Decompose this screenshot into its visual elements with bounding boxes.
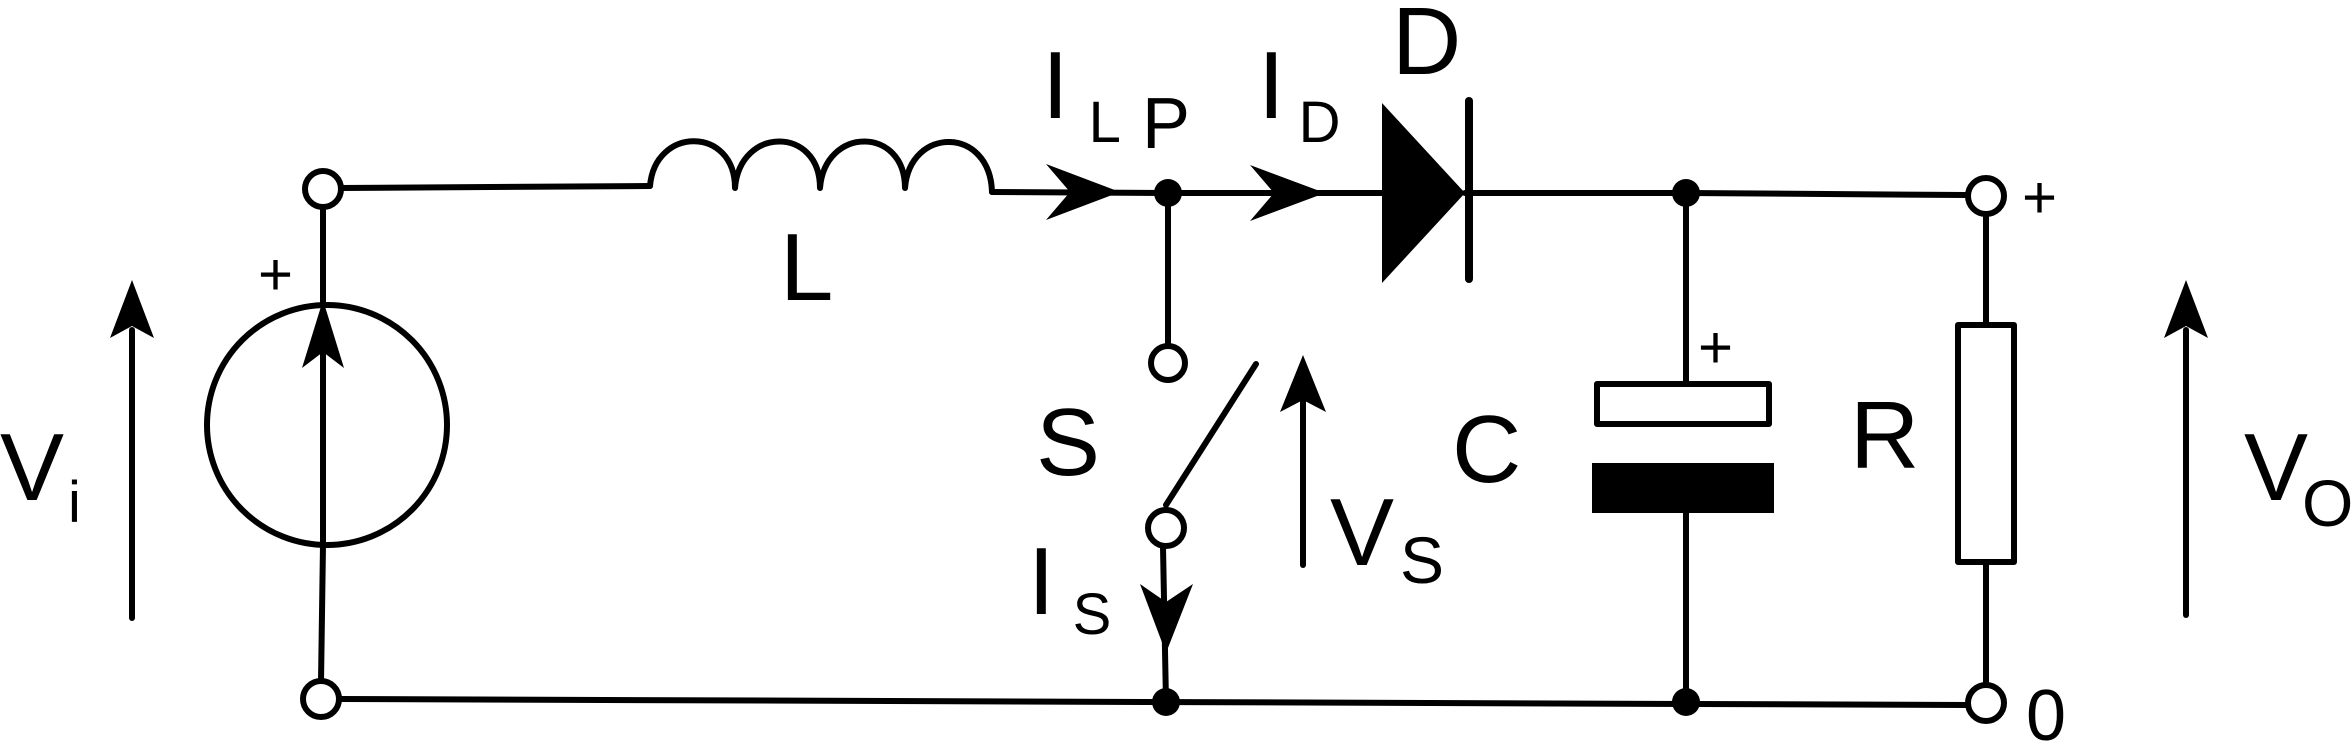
switch-lower-terminal xyxy=(1145,507,1187,549)
vi-main: V xyxy=(0,414,64,521)
switch-label: S xyxy=(1036,389,1100,496)
resistor-label: R xyxy=(1850,382,1919,489)
voltage-source-arrowhead xyxy=(302,300,344,368)
vo-main: V xyxy=(2244,414,2308,521)
wires xyxy=(318,183,1989,708)
source-plus-sign: + xyxy=(258,241,293,308)
vo-arrowhead xyxy=(2164,280,2208,338)
wire-source-bottom xyxy=(318,542,326,685)
vo-sub: O xyxy=(2302,466,2352,540)
node-bottom-cap-dot xyxy=(1672,688,1700,716)
il-main: I xyxy=(1042,32,1069,139)
id-sub: D xyxy=(1299,90,1341,155)
il-arrowhead xyxy=(1046,164,1120,220)
capacitor-positive-plate xyxy=(1594,381,1772,427)
wire-top-left xyxy=(337,183,653,191)
node-p-label: P xyxy=(1142,84,1190,164)
node-p-dot xyxy=(1154,179,1182,207)
vi-label: Vi xyxy=(0,414,81,535)
capacitor-negative-plate xyxy=(1592,463,1774,513)
is-main: I xyxy=(1028,528,1055,635)
diode-label: D xyxy=(1392,0,1461,95)
vs-arrowhead xyxy=(1280,355,1326,412)
vs-sub: S xyxy=(1400,523,1444,597)
is-sub: S xyxy=(1073,582,1112,647)
id-arrowhead xyxy=(1250,165,1325,221)
output-terminal-top xyxy=(1965,175,2007,217)
voltage-source-circle xyxy=(204,302,450,548)
vi-arrowhead xyxy=(110,280,154,338)
inductor-coil xyxy=(647,138,995,195)
vo-label: VO xyxy=(2244,414,2352,540)
output-ground-label: 0 xyxy=(2026,676,2066,745)
il-sub: L xyxy=(1089,90,1121,155)
diode-triangle xyxy=(1382,103,1465,283)
output-terminal-bottom xyxy=(1965,682,2007,724)
capacitor-label: C xyxy=(1452,396,1521,503)
node-cap-top-dot xyxy=(1672,179,1700,207)
inductor-label: L xyxy=(780,214,833,321)
resistor-body xyxy=(1955,322,2017,565)
switch-upper-terminal xyxy=(1148,343,1188,383)
input-terminal-top xyxy=(302,168,344,210)
switch-blade xyxy=(1163,361,1259,508)
node-bottom-switch-dot xyxy=(1152,688,1180,716)
vi-sub: i xyxy=(68,470,81,535)
vs-main: V xyxy=(1330,479,1394,586)
voltage-source xyxy=(204,300,450,548)
capacitor-plus-sign: + xyxy=(1698,314,1733,381)
is-arrowhead xyxy=(1140,584,1193,653)
input-terminal-bottom xyxy=(300,678,342,720)
wire-cap-to-output xyxy=(1683,190,1969,198)
id-main: I xyxy=(1258,32,1285,139)
output-plus-sign: + xyxy=(2022,164,2057,231)
vs-label: VS xyxy=(1330,479,1444,597)
